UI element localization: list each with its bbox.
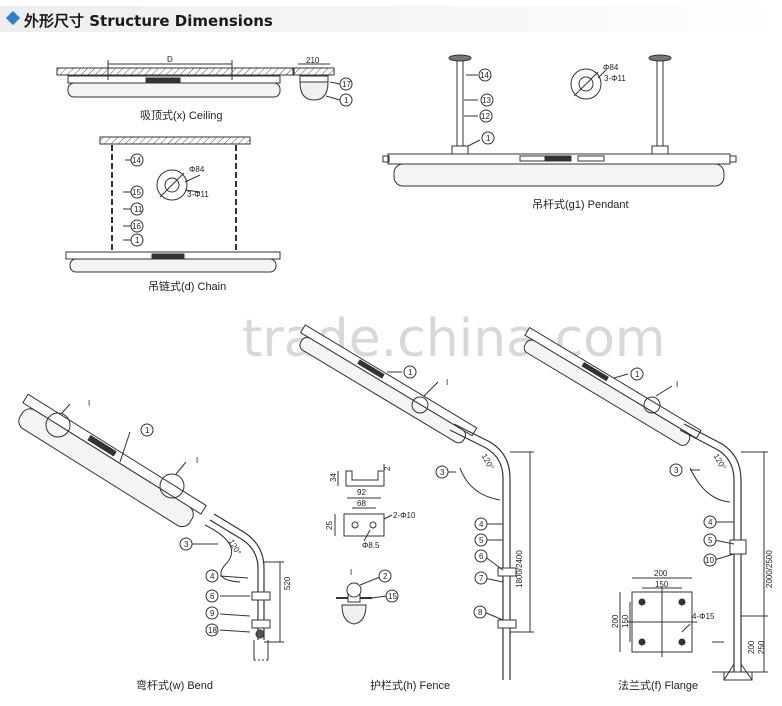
part-17: 17 bbox=[342, 80, 351, 89]
dim-3phi11-pendant: 3-Φ11 bbox=[604, 74, 626, 83]
chain-view bbox=[65, 136, 281, 273]
part-14-pendant: 14 bbox=[480, 71, 489, 80]
dim-120-bend: 120° bbox=[227, 538, 243, 557]
dim-34: 34 bbox=[329, 473, 338, 482]
dim-f200-left: 200 bbox=[611, 614, 620, 628]
flange-view bbox=[523, 326, 768, 681]
part-16-chain: 16 bbox=[132, 222, 141, 231]
part-7-fence: 7 bbox=[479, 574, 484, 583]
dim-3phi11-chain: 3-Φ11 bbox=[187, 190, 209, 199]
dim-92: 92 bbox=[357, 488, 366, 497]
caption-fence: 护栏式(h) Fence bbox=[370, 678, 450, 692]
dim-phi84-pendant: Φ84 bbox=[603, 63, 619, 72]
part-4-flange: 4 bbox=[708, 518, 713, 527]
dim-2-fence: 2 bbox=[383, 466, 392, 471]
dim-phi8-5: Φ8.5 bbox=[362, 541, 380, 550]
caption-flange: 法兰式(f) Flange bbox=[618, 678, 698, 692]
mark-i-fence-detail: I bbox=[350, 568, 352, 577]
dim-68: 68 bbox=[357, 499, 366, 508]
pendant-view bbox=[382, 54, 737, 187]
part-12-pendant: 12 bbox=[481, 112, 490, 121]
dim-f150-left: 150 bbox=[621, 614, 630, 628]
part-1-fence: 1 bbox=[408, 368, 413, 377]
part-4-fence: 4 bbox=[479, 520, 484, 529]
dim-b200: 200 bbox=[747, 640, 756, 654]
dim-f200-top: 200 bbox=[654, 569, 668, 578]
part-14-chain: 14 bbox=[132, 156, 141, 165]
caption-bend: 弯杆式(w) Bend bbox=[136, 678, 213, 692]
mark-i-bend-right: I bbox=[196, 456, 198, 465]
part-1-chain: 1 bbox=[135, 236, 140, 245]
caption-chain: 吊链式(d) Chain bbox=[148, 279, 226, 293]
part-15-fence: 15 bbox=[388, 592, 397, 601]
bend-view bbox=[18, 393, 284, 661]
part-13-pendant: 13 bbox=[482, 96, 491, 105]
part-10-flange: 10 bbox=[705, 556, 714, 565]
dim-520: 520 bbox=[283, 576, 292, 590]
dim-phi84-chain: Φ84 bbox=[189, 165, 205, 174]
ceiling-side-view bbox=[293, 63, 353, 107]
dim-b250: 250 bbox=[757, 640, 766, 654]
caption-pendant: 吊杆式(g1) Pendant bbox=[532, 197, 629, 211]
part-1-pendant: 1 bbox=[486, 134, 491, 143]
ceiling-view bbox=[56, 60, 294, 98]
mark-i-flange: I bbox=[676, 380, 678, 389]
dim-210: 210 bbox=[306, 56, 320, 65]
part-15-chain: 15 bbox=[132, 188, 141, 197]
dim-25: 25 bbox=[325, 521, 334, 530]
dim-2phi10: 2-Φ10 bbox=[393, 511, 416, 520]
part-4-bend: 4 bbox=[210, 572, 215, 581]
part-3-bend: 3 bbox=[184, 540, 189, 549]
dim-4phi15: 4-Φ15 bbox=[692, 612, 715, 621]
part-18-bend: 18 bbox=[208, 626, 217, 635]
part-3-flange: 3 bbox=[674, 466, 679, 475]
part-2-fence: 2 bbox=[383, 572, 388, 581]
fence-detail bbox=[334, 464, 399, 625]
section-header: 外形尺寸 Structure Dimensions bbox=[0, 6, 782, 32]
mark-i-bend-left: I bbox=[88, 399, 90, 408]
dim-f150-top: 150 bbox=[655, 580, 669, 589]
part-6-fence: 6 bbox=[479, 552, 484, 561]
part-6-bend: 6 bbox=[210, 592, 215, 601]
dim-d: D bbox=[167, 55, 173, 64]
part-11-chain: 11 bbox=[134, 205, 143, 214]
dim-1800-2400: 1800/2400 bbox=[515, 550, 524, 588]
part-1-flange: 1 bbox=[635, 370, 640, 379]
fence-view bbox=[299, 324, 534, 680]
part-3-fence: 3 bbox=[440, 468, 445, 477]
caption-ceiling: 吸顶式(x) Ceiling bbox=[140, 109, 223, 122]
dim-120-fence: 120° bbox=[480, 452, 496, 471]
part-1: 1 bbox=[344, 96, 349, 105]
part-1-bend: 1 bbox=[145, 426, 150, 435]
part-5-fence: 5 bbox=[479, 536, 484, 545]
part-9-bend: 9 bbox=[210, 609, 215, 618]
mark-i-fence: I bbox=[446, 378, 448, 387]
part-5-flange: 5 bbox=[708, 536, 713, 545]
section-title: 外形尺寸 Structure Dimensions bbox=[24, 12, 273, 30]
dim-2000-2500: 2000/2500 bbox=[765, 550, 774, 588]
part-8-fence: 8 bbox=[478, 608, 483, 617]
